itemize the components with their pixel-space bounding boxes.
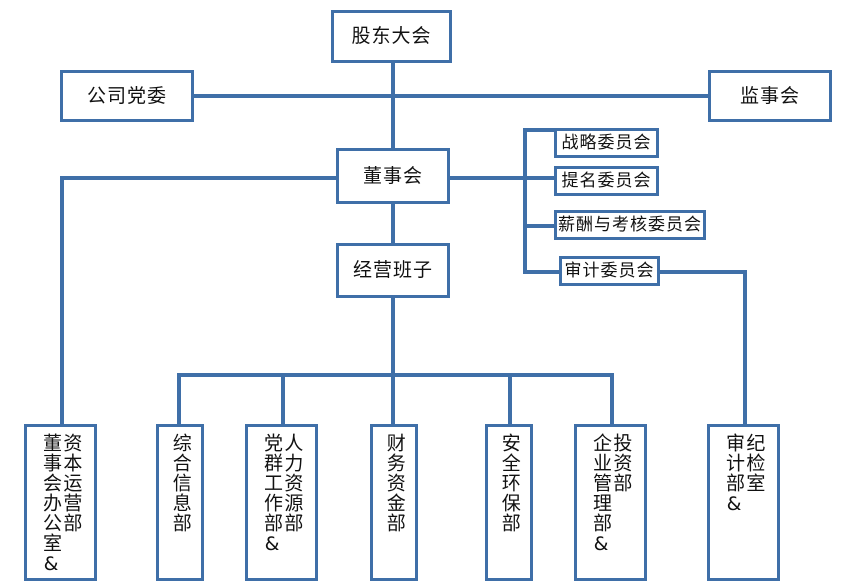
node-department-finance-funds[interactable]: 财务资金部 <box>370 424 418 581</box>
connector-drop-safety-environment <box>508 373 512 424</box>
node-committee-compensation[interactable]: 薪酬与考核委员会 <box>554 210 706 240</box>
node-department-human-resources[interactable]: 党群工作部& 人力资源部 <box>245 424 318 581</box>
node-label: 公司党委 <box>86 84 167 107</box>
node-department-investment[interactable]: 企业管理部& 投资部 <box>574 424 647 581</box>
node-label: 薪酬与考核委员会 <box>558 214 702 235</box>
connector-management-stem <box>391 297 395 375</box>
connector-audit-to-department <box>659 270 745 274</box>
connector-drop-finance-funds <box>391 373 395 424</box>
node-management-team[interactable]: 经营班子 <box>336 243 450 298</box>
node-committee-strategy[interactable]: 战略委员会 <box>554 128 659 158</box>
node-committee-audit[interactable]: 审计委员会 <box>559 256 660 286</box>
department-secondary-label: 审计部& <box>723 433 745 516</box>
department-text-columns: 审计部& 纪检室 <box>712 433 775 572</box>
department-text-columns: 企业管理部& 投资部 <box>579 433 642 572</box>
department-secondary-label: 董事会办公室& <box>40 433 62 576</box>
node-department-safety-environment[interactable]: 安全环保部 <box>485 424 533 581</box>
connector-department-bar <box>177 373 614 377</box>
connector-shareholders-stem <box>391 62 395 98</box>
department-text-columns: 财务资金部 <box>375 433 413 572</box>
connector-board-to-management <box>391 203 395 243</box>
node-party-committee[interactable]: 公司党委 <box>60 70 194 122</box>
node-department-capital-operation[interactable]: 董事会办公室& 资本运营部 <box>24 424 97 581</box>
connector-party-supervisory-bar <box>193 94 711 98</box>
connector-committee-spine <box>523 128 527 274</box>
department-primary-label: 财务资金部 <box>383 433 406 533</box>
department-text-columns: 安全环保部 <box>490 433 528 572</box>
connector-drop-human-resources <box>281 373 285 424</box>
department-text-columns: 党群工作部& 人力资源部 <box>250 433 313 572</box>
node-label: 监事会 <box>739 84 800 107</box>
connector-committee-compensation <box>523 224 555 228</box>
department-secondary-label: 企业管理部& <box>590 433 612 556</box>
node-shareholders-meeting[interactable]: 股东大会 <box>331 10 452 63</box>
department-primary-label: 综合信息部 <box>169 433 192 533</box>
connector-drop-general-information <box>177 373 181 424</box>
node-label: 战略委员会 <box>561 132 652 153</box>
department-secondary-label: 党群工作部& <box>261 433 283 556</box>
department-text-columns: 董事会办公室& 资本运营部 <box>29 433 92 576</box>
node-label: 董事会 <box>362 164 423 187</box>
node-label: 提名委员会 <box>561 170 652 191</box>
node-label: 审计委员会 <box>564 260 655 281</box>
connector-drop-investment <box>610 373 614 424</box>
connector-committee-strategy <box>523 128 555 132</box>
connector-committee-nomination <box>523 176 555 180</box>
node-supervisory-board[interactable]: 监事会 <box>708 70 832 122</box>
department-primary-label: 投资部 <box>610 433 633 493</box>
node-committee-nomination[interactable]: 提名委员会 <box>554 166 659 196</box>
node-label: 经营班子 <box>352 259 433 282</box>
department-primary-label: 资本运营部 <box>60 433 83 533</box>
connector-board-right-branch <box>450 176 527 180</box>
connector-audit-drop <box>743 270 747 424</box>
connector-board-left-drop <box>60 176 64 424</box>
connector-board-left-branch <box>60 176 339 180</box>
node-label: 股东大会 <box>351 25 432 48</box>
department-primary-label: 安全环保部 <box>498 433 521 533</box>
node-department-general-information[interactable]: 综合信息部 <box>156 424 204 581</box>
node-department-discipline-inspection[interactable]: 审计部& 纪检室 <box>707 424 780 581</box>
connector-committee-audit <box>523 270 561 274</box>
department-primary-label: 人力资源部 <box>281 433 304 533</box>
department-primary-label: 纪检室 <box>743 433 766 493</box>
department-text-columns: 综合信息部 <box>161 433 199 572</box>
node-board-of-directors[interactable]: 董事会 <box>336 148 450 204</box>
connector-shareholders-to-board <box>391 94 395 148</box>
